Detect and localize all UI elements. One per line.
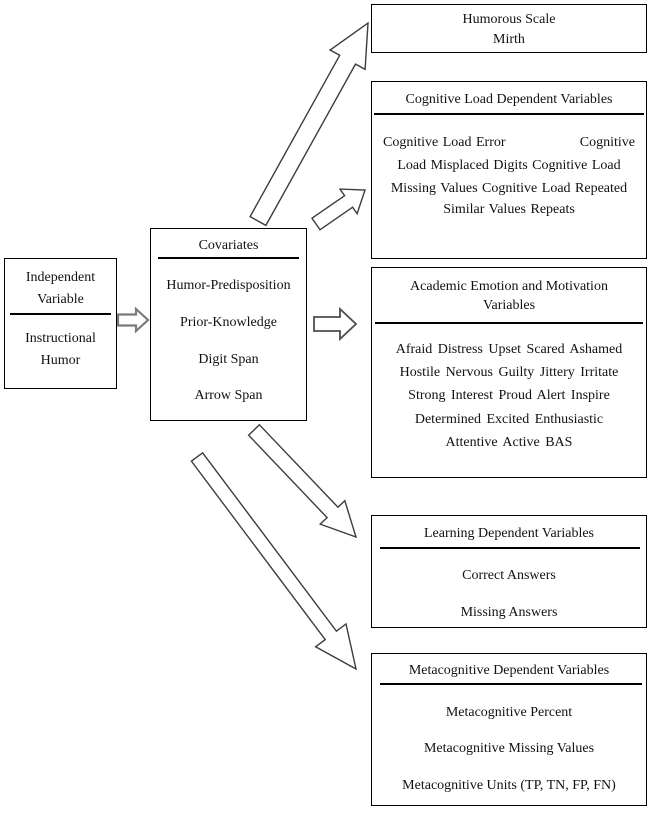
covariates-item: Humor-Predisposition [166, 278, 291, 293]
learning-separator [380, 547, 640, 549]
metacognitive-separator [380, 683, 642, 685]
emotion-motivation-body-line: Afraid Distress Upset Scared Ashamed [395, 342, 623, 357]
covariates-title: Covariates [198, 238, 259, 253]
emotion-motivation-separator [375, 322, 643, 324]
metacognitive-body-line: Metacognitive Missing Values [423, 741, 595, 756]
emotion-motivation-body-line: Determined Excited Enthusiastic [414, 412, 604, 427]
box-learning: Learning Dependent Variables Correct Ans… [371, 515, 647, 628]
emotion-motivation-title-line: Variables [482, 298, 536, 313]
cognitive-load-separator [374, 113, 644, 115]
learning-title: Learning Dependent Variables [423, 526, 594, 541]
covariates-item: Arrow Span [194, 388, 263, 403]
cognitive-load-body-line: Similar Values Repeats [443, 202, 575, 217]
cognitive-load-body-line: Cognitive Load Error Cognitive [374, 134, 644, 152]
arrow-covariates-to-metacognitive [190, 451, 358, 671]
box-emotion-motivation: Academic Emotion and Motivation Variable… [371, 267, 647, 478]
cognitive-load-body-line: Load Misplaced Digits Cognitive Load [397, 158, 621, 173]
metacognitive-title: Metacognitive Dependent Variables [408, 663, 610, 678]
arrow-covariates-to-learning [247, 423, 358, 539]
independent-variable-title-line: Independent [25, 270, 96, 285]
cognitive-load-body-right: Cognitive [579, 135, 635, 150]
arrow-covariates-to-humorous-scale [249, 21, 369, 227]
covariates-item: Digit Span [198, 352, 259, 367]
humorous-scale-line: Humorous Scale [462, 12, 556, 27]
box-humorous-scale: Humorous Scale Mirth [371, 4, 647, 53]
humorous-scale-line: Mirth [493, 32, 525, 47]
box-cognitive-load: Cognitive Load Dependent Variables Cogni… [371, 81, 647, 259]
arrow-covariates-to-emotion-motivation [313, 306, 358, 342]
learning-body-line: Missing Answers [460, 605, 558, 620]
independent-variable-body-line: Instructional [25, 331, 96, 346]
cognitive-load-title: Cognitive Load Dependent Variables [405, 92, 613, 107]
box-metacognitive: Metacognitive Dependent Variables Metaco… [371, 653, 647, 806]
cognitive-load-body-line: Missing Values Cognitive Load Repeated [390, 181, 628, 196]
learning-body-line: Correct Answers [462, 568, 556, 583]
arrow-independent-to-covariates [116, 306, 150, 334]
emotion-motivation-title-line: Academic Emotion and Motivation [410, 279, 608, 294]
independent-variable-separator [10, 313, 111, 315]
box-independent-variable: Independent Variable Instructional Humor [4, 258, 117, 389]
arrow-covariates-to-cognitive-load [311, 188, 366, 231]
box-covariates: Covariates Humor-Predisposition Prior-Kn… [150, 228, 307, 421]
covariates-item: Prior-Knowledge [180, 315, 277, 330]
metacognitive-body-line: Metacognitive Units (TP, TN, FP, FN) [402, 778, 616, 793]
emotion-motivation-body-line: Attentive Active BAS [445, 435, 573, 450]
emotion-motivation-body-line: Hostile Nervous Guilty Jittery Irritate [399, 365, 619, 380]
metacognitive-body-line: Metacognitive Percent [445, 705, 573, 720]
independent-variable-body-line: Humor [40, 353, 81, 368]
cognitive-load-body-left: Cognitive Load Error [383, 135, 506, 150]
independent-variable-title-line: Variable [37, 292, 84, 307]
covariates-separator [158, 257, 299, 259]
emotion-motivation-body-line: Strong Interest Proud Alert Inspire [408, 388, 610, 403]
